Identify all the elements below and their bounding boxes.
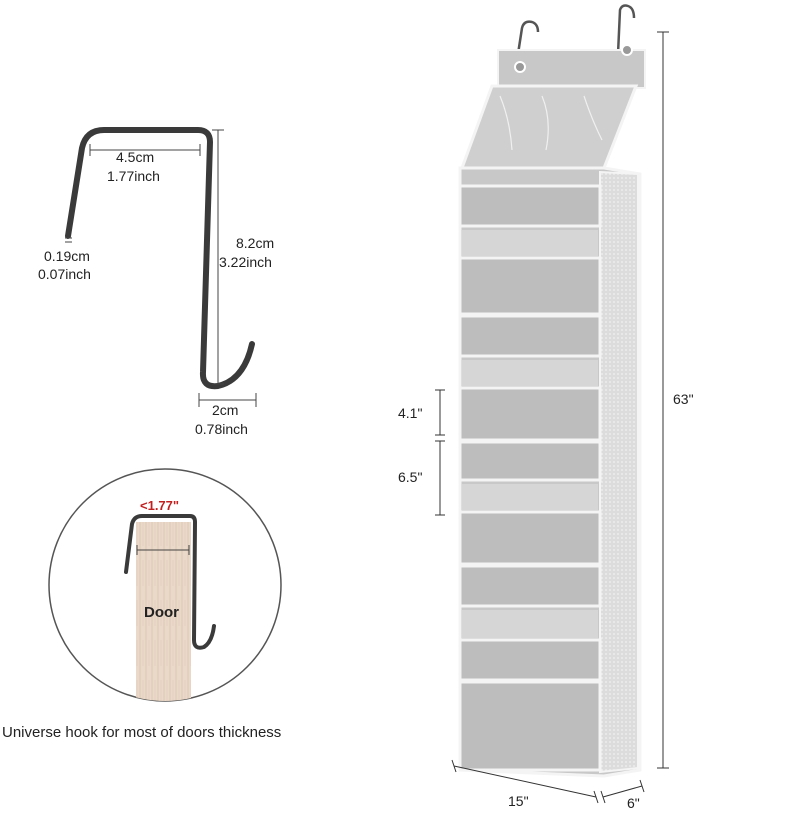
door-max-thickness: <1.77" [140,498,179,513]
hook-height-dimension [212,129,224,385]
organizer-depth: 6" [627,795,640,811]
depth-dimension [600,779,645,804]
grommet-left [514,61,526,73]
hook-width-in: 1.77inch [107,168,160,184]
hook-diagram: 4.5cm 1.77inch 0.19cm 0.07inch 8.2cm 3.2… [38,127,274,437]
hook-tip-cm: 2cm [212,402,238,418]
pocket-small-height: 4.1" [398,405,422,421]
hook-thickness-in: 0.07inch [38,266,91,282]
organizer-illustration [458,4,646,778]
top-hook-left [516,20,540,55]
hook-tip-dimension [198,393,257,407]
pocket-front-3 [458,314,602,358]
hook-thickness-marker [65,237,72,243]
hook-thickness-cm: 0.19cm [44,248,90,264]
hook-shape [65,127,255,390]
hook-height-in: 3.22inch [219,254,272,270]
door-thickness-arrow [136,545,190,555]
total-height: 63" [673,391,694,407]
hook-tip-in: 0.78inch [195,421,248,437]
pocket-front-1 [458,184,602,228]
pocket-front-2 [458,256,602,316]
side-mesh [599,170,639,774]
grommet-right [621,44,633,56]
pocket-large-dimension [435,440,445,516]
front-pockets [458,184,602,772]
pocket-front-5 [458,440,602,482]
pocket-front-9 [458,680,602,772]
door-detail: <1.77" Door [48,468,282,702]
door-hook-shape [124,514,216,650]
width-dimension [451,759,599,804]
pocket-small-dimension [435,389,445,436]
pocket-front-6 [458,510,602,566]
door-panel [136,522,191,701]
door-label: Door [144,604,179,621]
hook-width-dimension [89,144,201,156]
hook-height-cm: 8.2cm [236,235,274,251]
top-clear-pocket [459,84,639,170]
pocket-front-4 [458,386,602,442]
pocket-large-height: 6.5" [398,469,422,485]
organizer-width: 15" [508,793,529,809]
hook-width-cm: 4.5cm [116,149,154,165]
total-height-dimension [657,31,669,769]
pocket-front-8 [458,638,602,682]
top-hook-right [616,4,636,55]
hook-caption: Universe hook for most of doors thicknes… [2,724,281,741]
pocket-front-7 [458,564,602,608]
